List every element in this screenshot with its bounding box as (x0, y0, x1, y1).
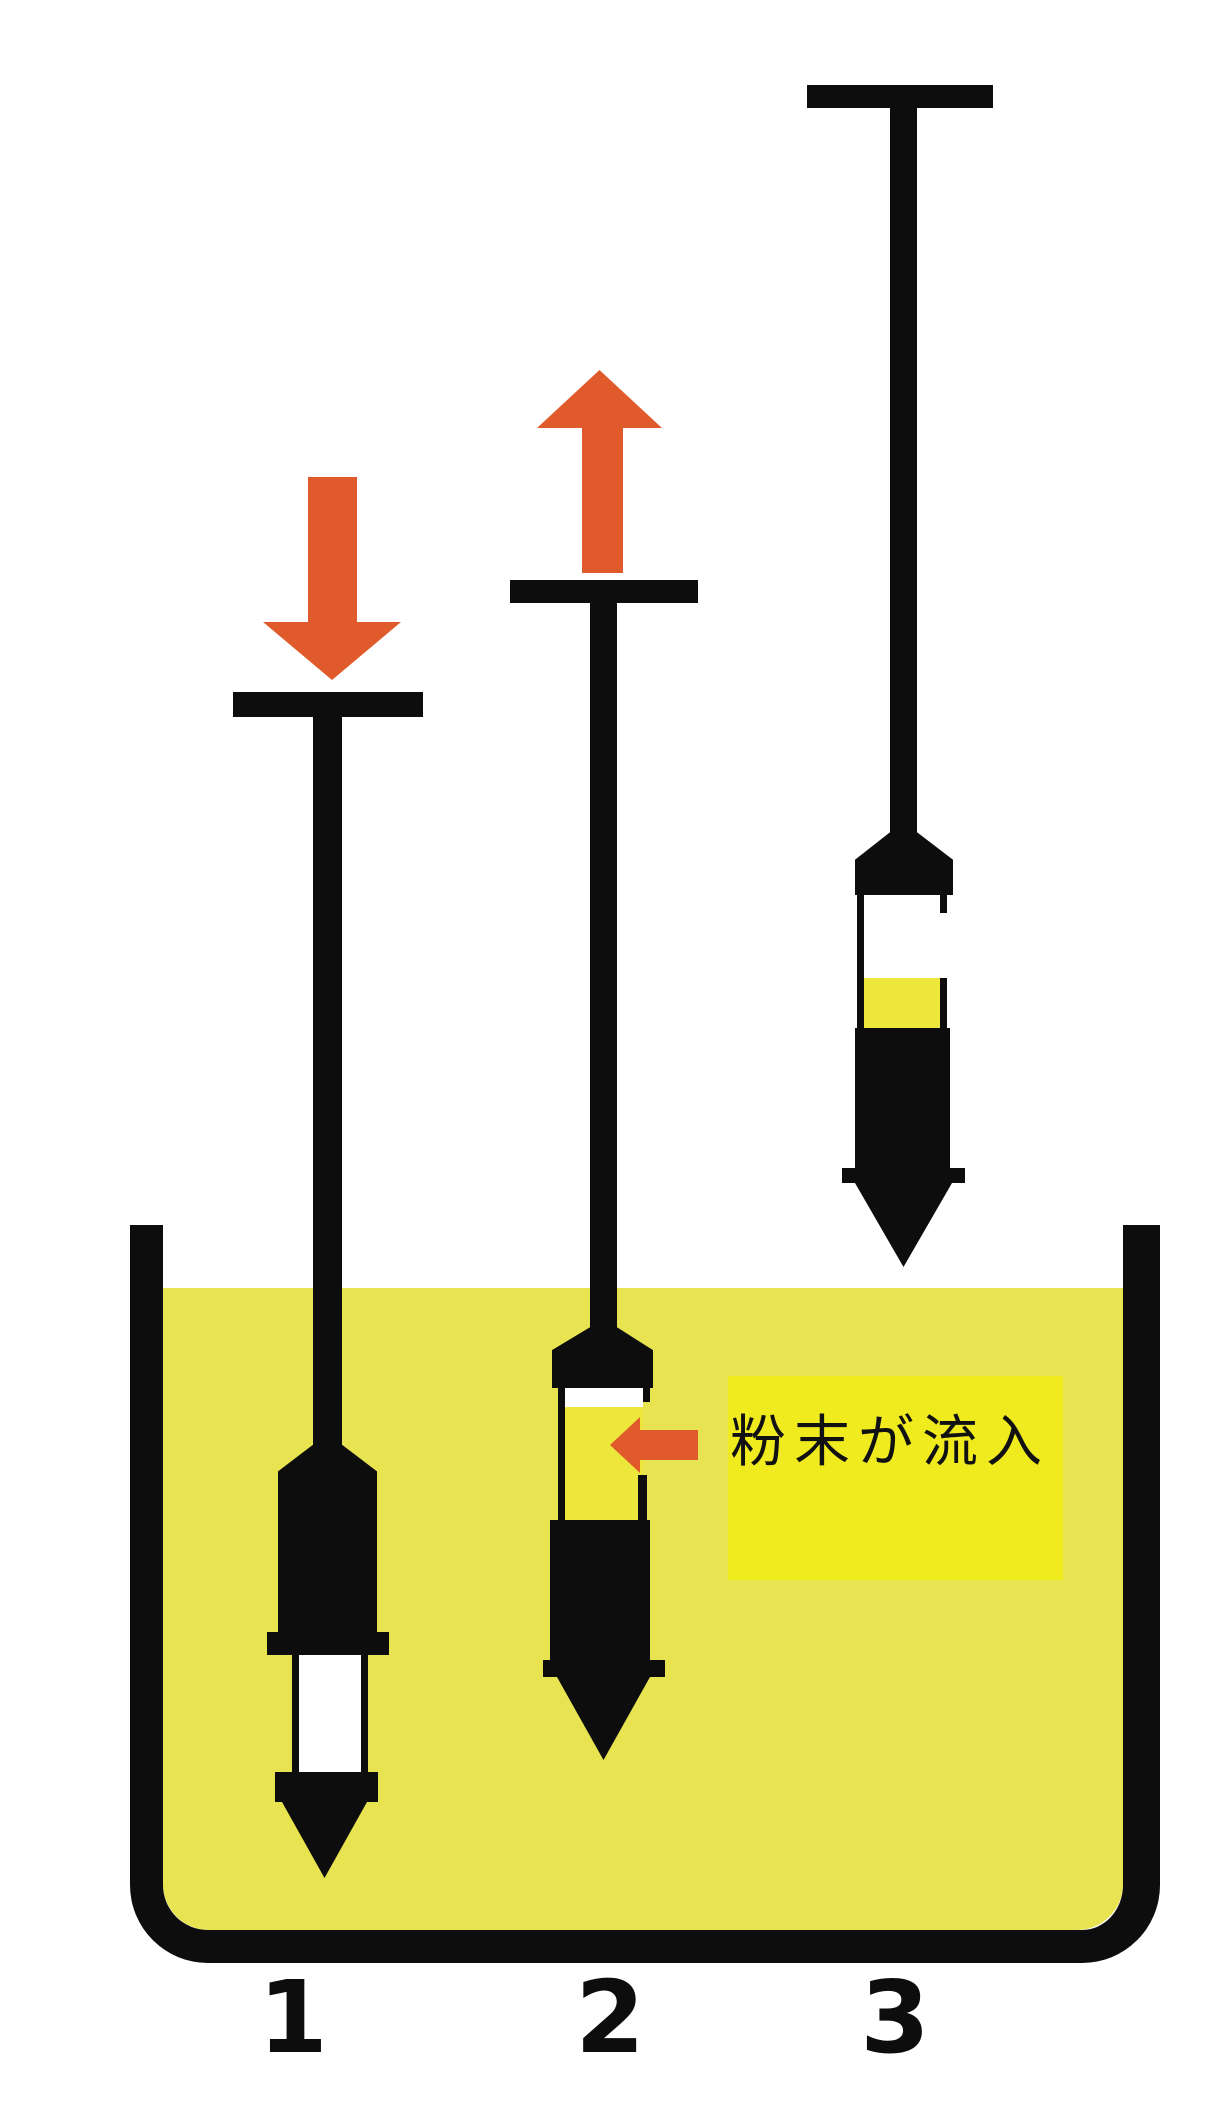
beaker (130, 1225, 1160, 1963)
sampler-3-rod (890, 106, 917, 832)
stage-label-1: 1 (258, 1959, 328, 2076)
sampler-2-chamber-left-wall (558, 1388, 565, 1520)
sampler-1-rod (313, 715, 342, 1447)
sampler-2-flange (543, 1660, 665, 1677)
arrow-down-icon (263, 622, 401, 680)
sampler-2-chamber-right-wall (638, 1475, 647, 1523)
arrow-up-shaft (582, 426, 623, 573)
stage-label-3: 3 (860, 1959, 930, 2076)
sampler-3-flange (842, 1168, 965, 1183)
annotation-box (728, 1376, 1063, 1580)
sampler-1-lower-flange (275, 1772, 378, 1802)
arrow-down-shaft (308, 477, 357, 623)
sampler-2-collar-tab (640, 1388, 650, 1402)
sampler-2-handle (510, 580, 698, 603)
sampler-2-chamber-headspace (565, 1388, 643, 1407)
sampler-3-chamber-powder (864, 978, 940, 1028)
sampler-2-body (550, 1520, 650, 1660)
sampler-1-chamber-empty (292, 1655, 368, 1773)
sampler-1-handle (233, 692, 423, 717)
sampler-3-chamber-right-wall (940, 978, 947, 1028)
sampler-1-plunger-body (278, 1445, 377, 1633)
arrow-left-shaft (638, 1430, 698, 1460)
sampler-3-handle (807, 85, 993, 108)
arrow-up-icon (537, 370, 662, 428)
sampler-3-body (855, 1028, 950, 1168)
sampler-1-upper-flange (267, 1632, 389, 1655)
sampler-3-collar (855, 832, 953, 895)
stage-label-2: 2 (575, 1959, 645, 2076)
sampler-3-chamber-left-wall (857, 895, 864, 1028)
sampler-3-chamber-headspace (864, 895, 940, 978)
sampler-2-rod (590, 601, 617, 1328)
annotation-label: 粉末が流入 (730, 1410, 1050, 1475)
